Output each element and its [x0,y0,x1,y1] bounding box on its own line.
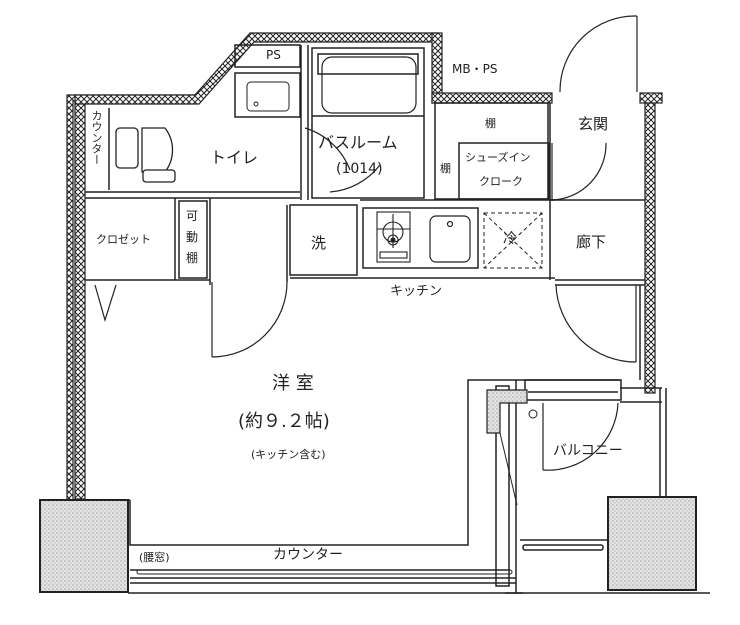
label-mb-ps: MB・PS [452,62,498,76]
label-hallway: 廊下 [576,233,607,251]
label-toilet: トイレ [210,148,259,167]
label-washer: 洗 [311,234,327,252]
balcony-window [499,409,538,506]
fridge-space [483,212,543,269]
label-shoes-cloak-1: シューズイン [465,151,531,164]
label-movable-shelf-3: 棚 [186,251,199,265]
label-ps: PS [266,48,281,62]
label-waist-window: (腰窓) [139,551,170,564]
label-counter-bottom: カウンター [273,547,343,563]
kitchen-sink [429,215,471,263]
label-closet: クロゼット [96,233,151,246]
label-shelf-top: 棚 [485,117,496,130]
label-movable-shelf-2: 動 [186,230,199,244]
door-swings [94,15,638,471]
exterior-walls [66,32,663,501]
label-balcony: バルコニー [553,443,623,459]
label-movable-shelf-1: 可 [186,209,199,223]
label-western-room-size: (約９.２帖) [238,411,330,432]
label-western-room: 洋 室 [272,373,314,394]
label-shoes-cloak-2: クローク [479,175,523,188]
label-bathroom-size: (1014) [336,161,383,177]
label-entrance: 玄関 [578,115,609,133]
toilet-fixture [115,127,176,183]
stove-icon [376,211,411,263]
label-counter-toilet: カウンター [90,110,103,165]
label-shelf-side: 棚 [440,162,451,175]
label-bathroom: バスルーム [318,133,398,152]
label-fridge: 冷 [503,231,517,247]
label-kitchen: キッチン [390,284,443,299]
interior-walls [85,44,710,594]
label-western-room-note: (キッチン含む) [251,448,326,461]
structural-columns [39,389,697,593]
